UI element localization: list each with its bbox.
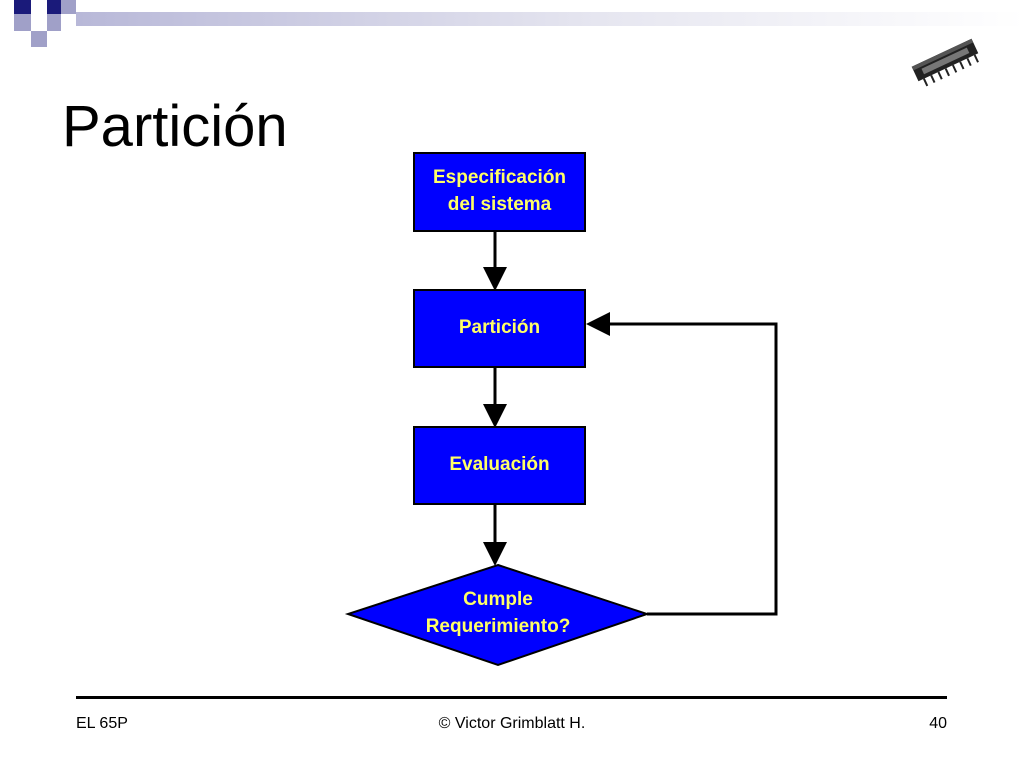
node-diamond-decision <box>344 563 651 667</box>
node-text-partition: Partición <box>458 317 541 339</box>
node-text-spec: Especificación del sistema <box>432 167 567 215</box>
node-label-evaluation: Evaluación <box>414 427 585 504</box>
node-text-decision: Cumple Requerimiento? <box>425 589 571 637</box>
footer-copyright: © Victor Grimblatt H. <box>438 715 586 732</box>
node-box-partition <box>413 289 586 368</box>
footer-course-code: EL 65P <box>76 715 128 732</box>
decorative-header-band <box>14 0 1024 47</box>
node-box-spec <box>413 152 586 232</box>
node-label-spec: Especificación del sistema <box>414 153 585 231</box>
integrated-circuit-chip-icon <box>911 38 979 87</box>
node-box-evaluation <box>413 426 586 505</box>
edge-decision-to-partition <box>586 312 778 616</box>
node-label-partition: Partición <box>414 290 585 367</box>
node-text-evaluation: Evaluación <box>449 454 550 476</box>
footer-page-number: 40 <box>929 715 947 732</box>
footer-divider <box>76 696 947 699</box>
node-label-decision: Cumple Requerimiento? <box>378 580 618 648</box>
slide-title: Partición <box>62 94 288 159</box>
